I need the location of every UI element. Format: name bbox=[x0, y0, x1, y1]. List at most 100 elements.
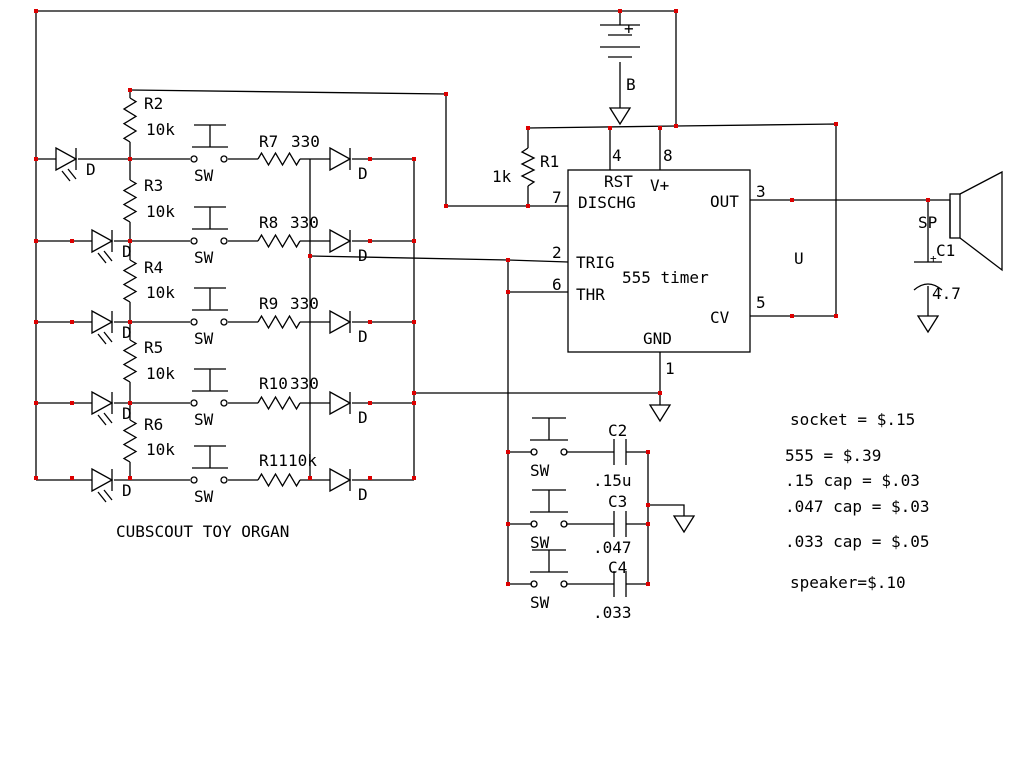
ladder-resistor-value: 10k bbox=[146, 364, 175, 383]
ladder-resistor-value: 10k bbox=[146, 202, 175, 221]
ladder-resistor-ref: R4 bbox=[144, 258, 163, 277]
push-switch bbox=[530, 417, 568, 456]
pin-dischg: DISCHG bbox=[578, 193, 636, 212]
pin-number-7: 7 bbox=[552, 188, 562, 207]
pin-out: OUT bbox=[710, 192, 739, 211]
cap-row: SW C4 .033 bbox=[508, 549, 648, 622]
ladder-resistor bbox=[122, 259, 138, 303]
capacitor-icon bbox=[613, 571, 627, 597]
ladder-resistor bbox=[122, 97, 138, 143]
capacitor-value: .15u bbox=[593, 471, 632, 490]
diode-ref: D bbox=[358, 164, 368, 183]
bom-line: speaker=$.10 bbox=[790, 573, 906, 592]
ladder-resistor bbox=[122, 419, 138, 463]
led-ref: D bbox=[86, 160, 96, 179]
diode-icon bbox=[329, 467, 352, 493]
pin-cv: CV bbox=[710, 308, 730, 327]
resistor-r1: R1 1k bbox=[492, 147, 559, 187]
pin-number-1: 1 bbox=[665, 359, 675, 378]
push-switch bbox=[190, 368, 228, 407]
c1-ground bbox=[916, 315, 940, 334]
pin-number-2: 2 bbox=[552, 243, 562, 262]
capacitor-ref: C4 bbox=[608, 558, 627, 577]
pin-number-3: 3 bbox=[756, 182, 766, 201]
switch-label: SW bbox=[194, 410, 214, 429]
ladder-resistor-ref: R6 bbox=[144, 415, 163, 434]
ladder-resistor-value: 10k bbox=[146, 120, 175, 139]
push-switch bbox=[190, 287, 228, 326]
battery-plus: + bbox=[624, 19, 634, 38]
series-resistor-ref: R8 bbox=[259, 213, 278, 232]
r1-ref: R1 bbox=[540, 152, 559, 171]
series-resistor-value: 330 bbox=[290, 374, 319, 393]
ladder-resistor-ref: R3 bbox=[144, 176, 163, 195]
pin-thr: THR bbox=[576, 285, 605, 304]
led-icon bbox=[91, 309, 114, 345]
ladder-resistor bbox=[122, 339, 138, 383]
capacitor-c1: + C1 4.7 bbox=[913, 241, 961, 334]
led-ref: D bbox=[122, 481, 132, 500]
c1-value: 4.7 bbox=[932, 284, 961, 303]
ladder-resistor-value: 10k bbox=[146, 440, 175, 459]
push-switch bbox=[530, 489, 568, 528]
switch-label: SW bbox=[194, 166, 214, 185]
diode-ref: D bbox=[358, 408, 368, 427]
ladder-resistor-value: 10k bbox=[146, 283, 175, 302]
diode-icon bbox=[329, 309, 352, 335]
diode-ref: D bbox=[358, 246, 368, 265]
pin-gnd: GND bbox=[643, 329, 672, 348]
capacitor-value: .033 bbox=[593, 603, 632, 622]
series-resistor bbox=[257, 151, 301, 167]
pin-number-6: 6 bbox=[552, 275, 562, 294]
switch-label: SW bbox=[530, 593, 550, 612]
bom-line: 555 = $.39 bbox=[785, 446, 881, 465]
led-ref: D bbox=[122, 323, 132, 342]
led-icon bbox=[91, 390, 114, 426]
led-icon bbox=[55, 146, 78, 182]
speaker: SP bbox=[918, 170, 1003, 272]
capacitor-value: .047 bbox=[593, 538, 632, 557]
bom-line: .047 cap = $.03 bbox=[785, 497, 930, 516]
pin-trig: TRIG bbox=[576, 253, 615, 272]
battery-ground bbox=[608, 107, 632, 126]
series-resistor bbox=[257, 472, 301, 488]
battery-label: B bbox=[626, 75, 636, 94]
ladder-resistor bbox=[122, 179, 138, 223]
c1-ref: C1 bbox=[936, 241, 955, 260]
pin-number-4: 4 bbox=[612, 146, 622, 165]
bom-line: .15 cap = $.03 bbox=[785, 471, 920, 490]
timer-name: 555 timer bbox=[622, 268, 709, 287]
push-switch bbox=[530, 549, 568, 588]
capacitor-icon bbox=[613, 511, 627, 537]
ladder-resistor-ref: R5 bbox=[144, 338, 163, 357]
series-resistor-ref: R9 bbox=[259, 294, 278, 313]
diagram-title: CUBSCOUT TOY ORGAN bbox=[116, 522, 289, 541]
push-switch bbox=[190, 124, 228, 163]
r1-value: 1k bbox=[492, 167, 512, 186]
c1-plus: + bbox=[930, 252, 937, 265]
led-icon bbox=[91, 467, 114, 503]
series-resistor-ref: R11 bbox=[259, 451, 288, 470]
series-resistor-value: 330 bbox=[290, 294, 319, 313]
junction-dots bbox=[34, 9, 930, 586]
push-switch bbox=[190, 206, 228, 245]
switch-label: SW bbox=[530, 461, 550, 480]
pin-vplus: V+ bbox=[650, 176, 669, 195]
series-resistor-value: 330 bbox=[290, 213, 319, 232]
ground-symbol bbox=[648, 404, 672, 423]
diode-icon bbox=[329, 390, 352, 416]
diode-ref: D bbox=[358, 485, 368, 504]
switch-label: SW bbox=[194, 329, 214, 348]
ladder-resistor-ref: R2 bbox=[144, 94, 163, 113]
